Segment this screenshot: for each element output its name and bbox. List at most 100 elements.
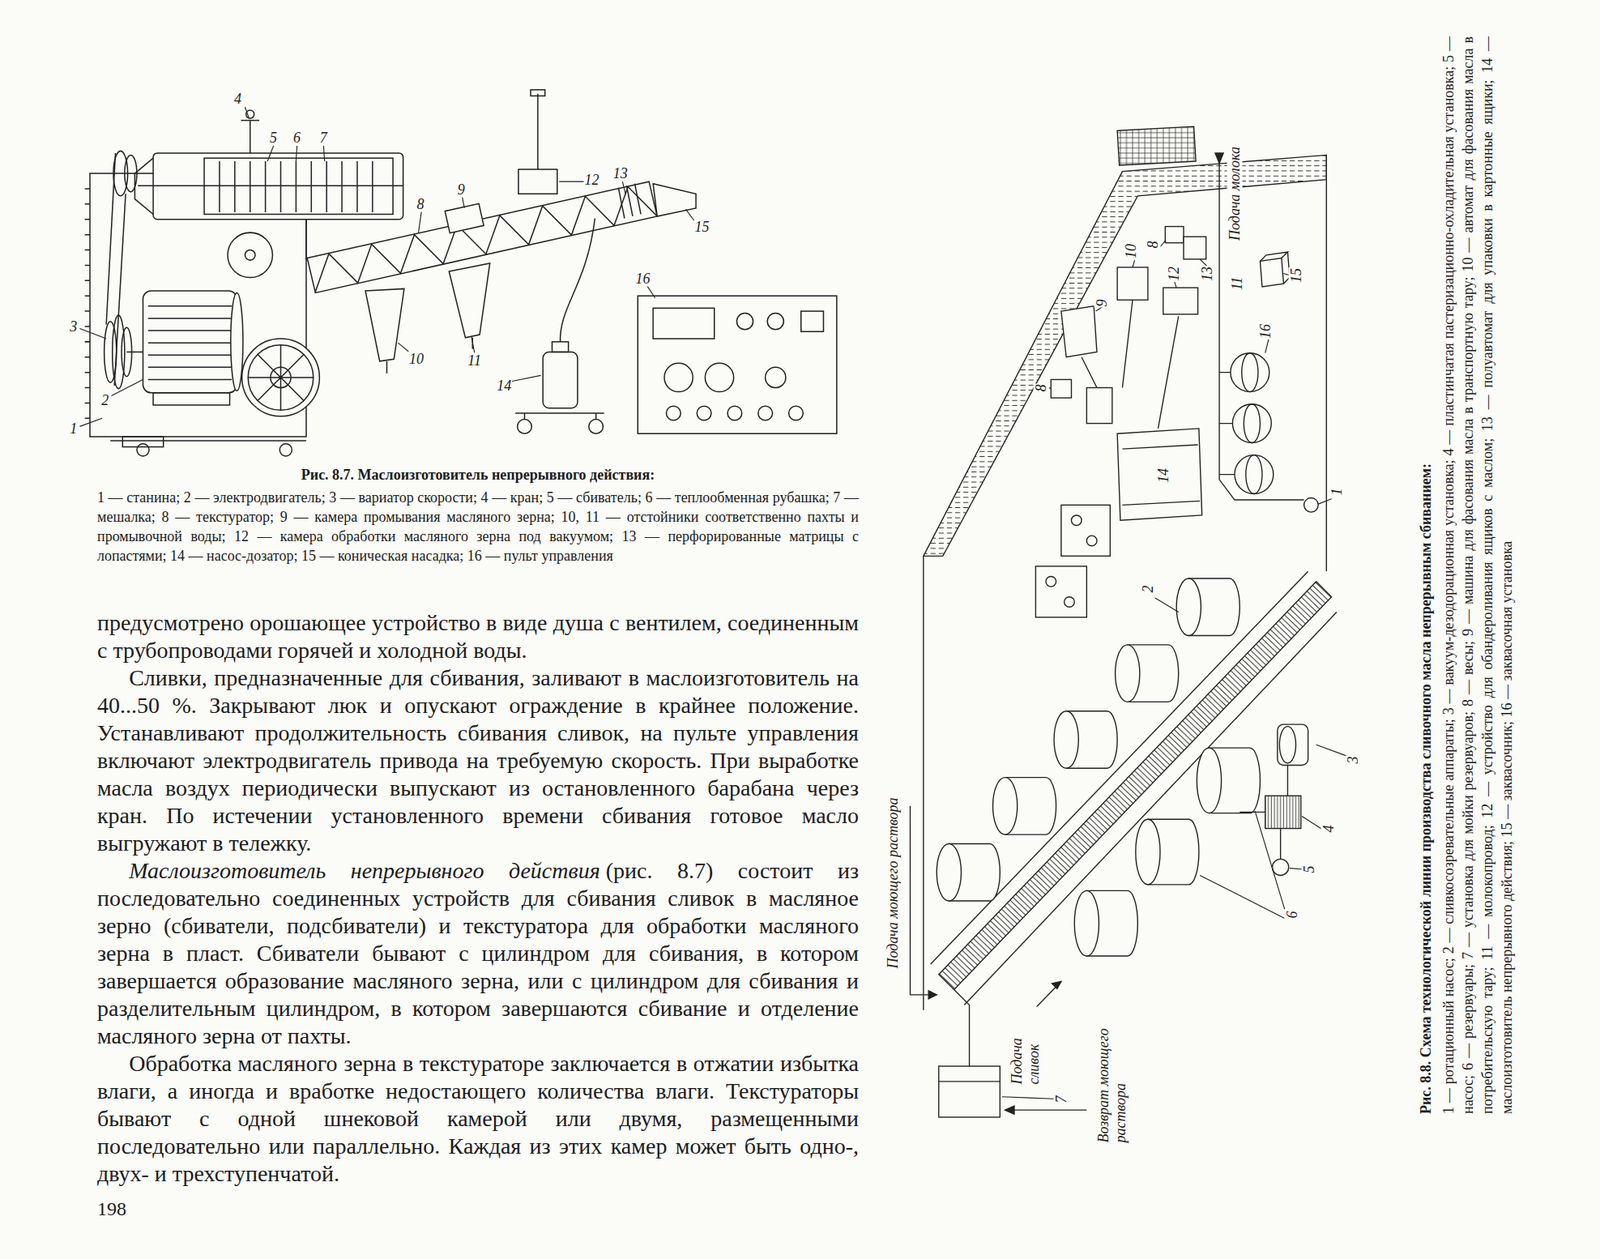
leader-line (79, 106, 694, 427)
callout-number: 9 (1094, 298, 1110, 308)
flow-label: Подача моющего раствора (885, 796, 901, 969)
figure-legend: 1 — станина; 2 — электродвигатель; 3 — в… (97, 487, 859, 566)
butter-maker-drawing (79, 89, 837, 457)
callout-number: 7 (319, 130, 329, 146)
callout-number: 15 (1288, 267, 1304, 284)
washing-unit (1005, 1105, 1015, 1114)
storage-tank (1196, 747, 1221, 814)
ripening-tank (1053, 711, 1118, 769)
caption-block: Рис. 8.8. Схема технологической линии пр… (1416, 36, 1517, 1114)
caption-block: Рис. 8.7. Маслоизготовитель непрерывного… (97, 465, 859, 566)
ripening-tank (1176, 578, 1240, 636)
washing-unit (1052, 981, 1062, 989)
machine-frame (279, 443, 292, 457)
packing-equipment (1081, 299, 1179, 429)
churn-cylinder (134, 153, 403, 220)
washing-unit (954, 989, 970, 1067)
body-paragraph: Сливки, предназначенные для сбивания, за… (97, 664, 859, 858)
dosing-pump (517, 419, 533, 435)
texturator (305, 219, 308, 261)
building-wall (923, 154, 1327, 556)
control-panel (637, 295, 837, 434)
control-panel (727, 405, 743, 421)
starter-tank (1241, 353, 1259, 393)
electric-motor (142, 290, 237, 393)
figure-legend: 1 — ротационный насос; 2 — сливкосозрева… (1438, 36, 1517, 1114)
storage-tank (1196, 747, 1260, 814)
callout-number: 16 (1257, 323, 1273, 340)
ripening-tank (993, 777, 1018, 836)
packing-equipment (1122, 444, 1198, 449)
control-panel (789, 405, 804, 421)
gear-wheel (247, 345, 314, 411)
callout-number: 14 (495, 378, 512, 394)
callout-number: 6 (1284, 909, 1300, 919)
ripening-tank (936, 843, 961, 901)
figure-caption: Рис. 8.7. Маслоизготовитель непрерывного… (97, 465, 859, 485)
dosing-pump (560, 217, 596, 342)
packing-equipment (1164, 226, 1184, 244)
texturator (530, 89, 546, 97)
callout-number: 1 (68, 421, 78, 437)
starter-tank (1245, 455, 1263, 495)
packing-equipment (1070, 515, 1082, 526)
figure-caption: Рис. 8.8. Схема технологической линии пр… (1416, 36, 1436, 1114)
building-wall (923, 126, 1327, 1011)
washing-unit (910, 806, 1088, 1118)
callout-number: 13 (612, 166, 629, 182)
washing-unit (910, 806, 938, 995)
callout-number: 14 (1155, 467, 1171, 484)
churn-cylinder (134, 157, 154, 214)
dosing-pump (515, 217, 605, 434)
ripening-tank (1115, 644, 1140, 703)
control-panel (736, 313, 753, 330)
packing-equipment (1086, 535, 1097, 547)
flow-label: Возврат моющего раствора (1095, 999, 1129, 1144)
packing-equipment (1117, 267, 1148, 300)
dosing-pump (542, 351, 578, 408)
building-wall (922, 555, 924, 1010)
page-number: 198 (97, 1197, 127, 1221)
process-unit (1279, 726, 1296, 764)
body-paragraph: предусмотрено орошающее устройство в вид… (97, 609, 859, 665)
air-valve (240, 119, 260, 122)
italic-term: Маслоизготовитель непрерывного действия (128, 857, 601, 884)
leader-line (1002, 240, 1348, 1099)
storage-tank (1135, 819, 1199, 885)
conveyor (938, 581, 1332, 990)
control-panel (704, 362, 734, 392)
process-unit (1272, 858, 1289, 875)
callout-number: 15 (694, 218, 711, 235)
packing-equipment (1061, 306, 1097, 358)
ripening-tank (1053, 711, 1079, 769)
callout-number: 2 (100, 392, 110, 408)
gear-wheel (227, 232, 273, 278)
conveyor (964, 612, 1337, 1006)
packing-equipment (1183, 236, 1207, 260)
packing-equipment (1122, 500, 1200, 505)
callout-number: 4 (233, 91, 243, 107)
settling-tank (365, 263, 491, 374)
conveyor (930, 571, 1337, 1005)
callout-number: 3 (1345, 755, 1362, 765)
packing-equipment (1117, 428, 1203, 521)
control-panel (767, 313, 784, 330)
leader-line (1002, 240, 1348, 1099)
building-wall (1326, 154, 1327, 572)
callout-number: 8 (415, 196, 425, 212)
churn-cylinder (137, 184, 403, 187)
control-panel (666, 405, 682, 421)
packing-equipment (1061, 504, 1110, 556)
ripening-tank (936, 578, 1240, 901)
control-panel (801, 311, 824, 332)
machine-frame (110, 439, 307, 442)
machine-frame (136, 443, 150, 457)
settling-tank (448, 263, 490, 338)
callout-number: 11 (466, 352, 483, 368)
body-paragraph: Маслоизготовитель непрерывного действия(… (97, 857, 859, 1050)
machine-frame (122, 436, 163, 448)
settling-tank (386, 361, 389, 374)
callout-number: 4 (1321, 823, 1337, 833)
electric-motor (230, 292, 244, 391)
